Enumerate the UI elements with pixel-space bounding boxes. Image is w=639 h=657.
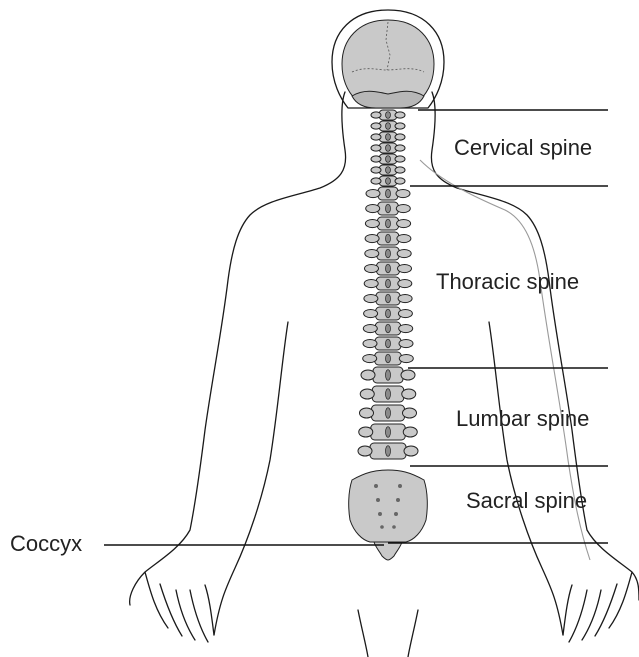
thoracic-vertebra-5 <box>365 247 411 260</box>
lumbar-vertebra-4 <box>359 424 418 440</box>
lumbar-vertebra-2 <box>360 386 416 402</box>
thoracic-vertebra-11 <box>363 337 413 350</box>
thoracic-vertebra-9 <box>364 307 413 320</box>
thoracic-vertebra-4 <box>365 232 411 245</box>
cervical-vertebra-1 <box>371 110 405 120</box>
thoracic-vertebra-12 <box>363 352 414 365</box>
sacrum <box>349 470 428 542</box>
thoracic-vertebra-10 <box>363 322 412 335</box>
cervical-vertebra-3 <box>371 132 405 142</box>
lumbar-vertebra-1 <box>361 367 415 383</box>
body-outline-right-inner <box>489 322 563 635</box>
label-lumbar-spine: Lumbar spine <box>456 406 589 431</box>
label-cervical-spine: Cervical spine <box>454 135 592 160</box>
thoracic-vertebra-6 <box>365 262 412 275</box>
cervical-vertebra-6 <box>371 165 405 175</box>
body-outline-right <box>431 92 639 642</box>
label-coccyx: Coccyx <box>10 531 82 556</box>
thoracic-vertebra-2 <box>366 202 411 215</box>
skull <box>332 10 444 108</box>
label-sacral-spine: Sacral spine <box>466 488 587 513</box>
vertebral-column <box>358 110 418 459</box>
thoracic-vertebra-8 <box>364 292 412 305</box>
cervical-vertebra-5 <box>371 154 405 164</box>
label-thoracic-spine: Thoracic spine <box>436 269 579 294</box>
thoracic-vertebra-1 <box>366 187 410 200</box>
lumbar-vertebra-5 <box>358 443 418 459</box>
cervical-vertebra-7 <box>371 176 405 186</box>
cervical-vertebra-2 <box>371 121 405 131</box>
lumbar-vertebra-3 <box>360 405 417 421</box>
cervical-vertebra-4 <box>371 143 405 153</box>
skull-base <box>352 91 424 108</box>
cranium <box>342 20 434 100</box>
thoracic-vertebra-3 <box>365 217 410 230</box>
thoracic-vertebra-7 <box>364 277 412 290</box>
legs-outline <box>358 610 418 657</box>
body-outline-left <box>130 92 346 642</box>
sacrum-coccyx <box>349 470 428 560</box>
body-outline-left-inner <box>214 322 288 635</box>
